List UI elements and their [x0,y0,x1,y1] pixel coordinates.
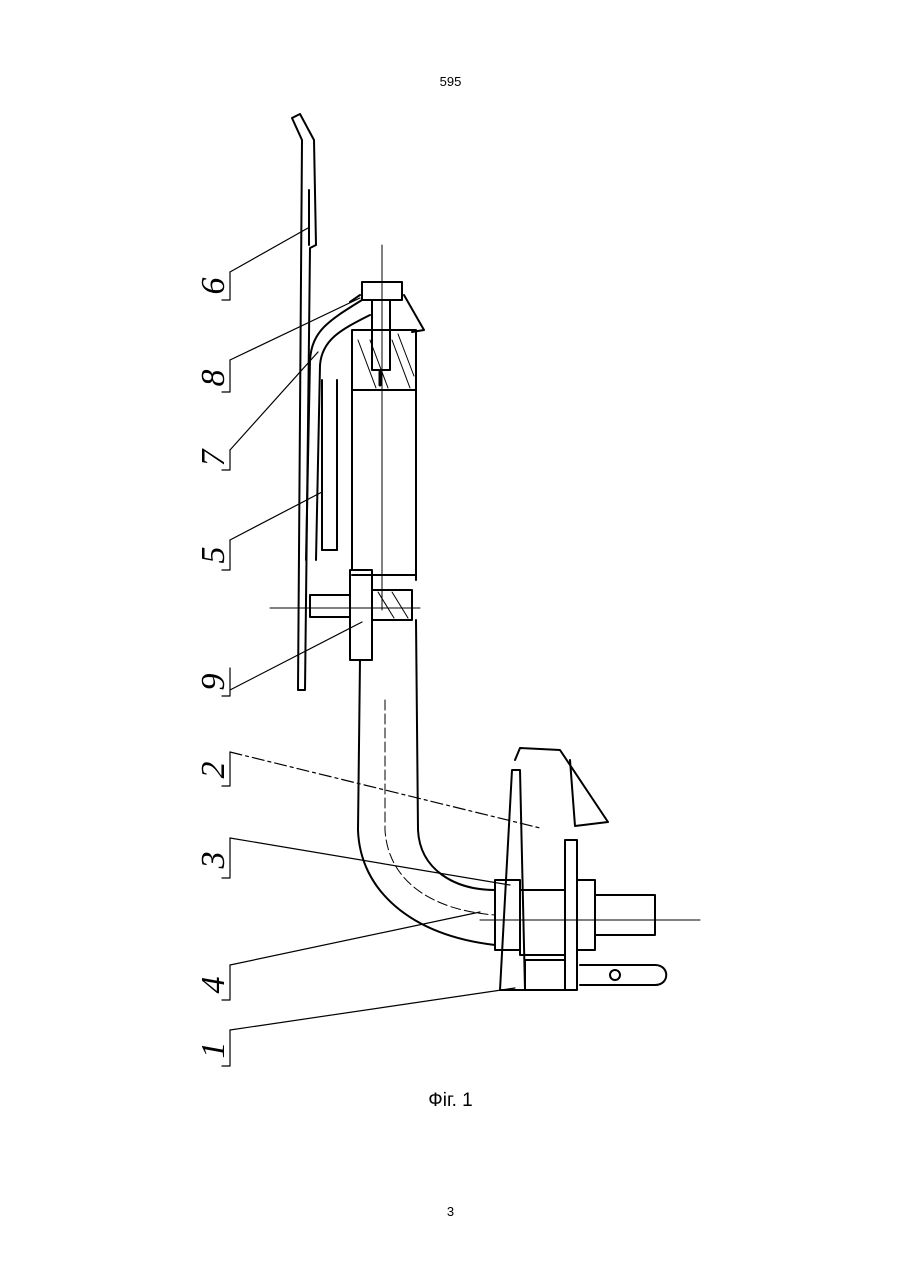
figure-caption: Фіг. 1 [0,1090,901,1112]
page-number: 3 [0,1204,901,1219]
callout-7: 7 [195,448,232,467]
spring-strip [306,300,370,560]
callout-8: 8 [195,370,232,387]
pin [270,570,420,660]
plate [292,114,316,690]
leader-lines [222,228,540,1066]
cylinder-body [352,330,416,580]
curved-tube [358,620,495,945]
callout-1: 1 [195,1042,232,1059]
base-mount [480,748,700,990]
callout-labels: 6 8 7 5 9 2 3 4 1 [195,278,232,1059]
callout-6: 6 [195,278,232,295]
callout-3: 3 [195,852,232,870]
callout-4: 4 [195,977,232,994]
callout-9: 9 [195,674,232,691]
top-screw [350,245,424,610]
callout-5: 5 [195,547,232,564]
callout-2: 2 [195,762,232,779]
